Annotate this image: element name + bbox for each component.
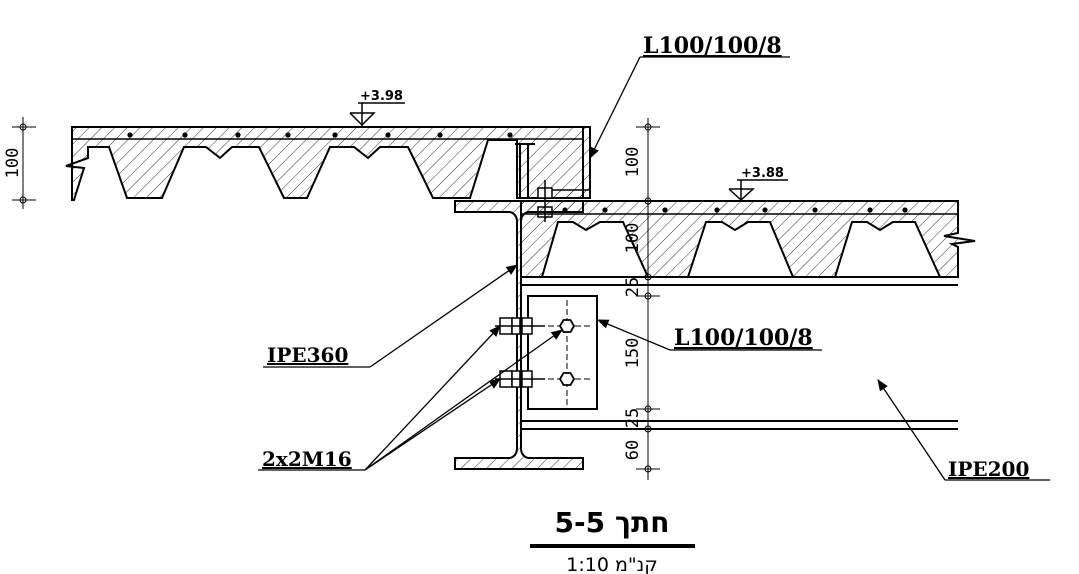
secondary-beam-ipe200 xyxy=(521,276,958,430)
label-ipe360: IPE360 xyxy=(267,343,348,367)
rebar-dots-right xyxy=(562,207,908,213)
shear-stud xyxy=(515,143,535,198)
side-angle-cleat xyxy=(527,295,598,410)
leader-bolts xyxy=(258,325,563,471)
dimension-right xyxy=(636,118,660,480)
leader-ipe200 xyxy=(877,379,1050,481)
level-marker-lower xyxy=(728,179,788,202)
scale-text: קנ"מ 1:10 xyxy=(566,554,657,574)
level-upper-text: +3.98 xyxy=(360,89,403,104)
dim-right-slab: 100 xyxy=(623,147,643,178)
dim-gap-bottom: 25 xyxy=(623,408,643,428)
label-angle-side: L100/100/8 xyxy=(674,325,813,351)
left-upper-slab xyxy=(65,126,584,201)
leader-angle-side xyxy=(596,319,822,351)
leader-ipe360 xyxy=(263,264,518,368)
right-lower-slab xyxy=(520,200,976,278)
label-bolts: 2x2M16 xyxy=(262,447,352,471)
level-marker-upper xyxy=(349,102,405,127)
dim-cleat: 150 xyxy=(623,338,643,369)
label-angle-top: L100/100/8 xyxy=(643,33,782,59)
section-title: חתך 5-5 xyxy=(555,506,670,539)
leader-angle-top xyxy=(589,56,790,160)
web-bolts xyxy=(495,317,545,388)
level-lower-text: +3.88 xyxy=(741,166,784,181)
dim-gap-top: 25 xyxy=(623,277,643,297)
dim-deck-rib: 100 xyxy=(623,223,643,254)
dim-bottom: 60 xyxy=(623,440,643,460)
dimension-left xyxy=(12,117,36,209)
label-ipe200: IPE200 xyxy=(948,457,1029,481)
dim-left-slab: 100 xyxy=(3,148,23,179)
rebar-dots-left xyxy=(127,132,513,138)
